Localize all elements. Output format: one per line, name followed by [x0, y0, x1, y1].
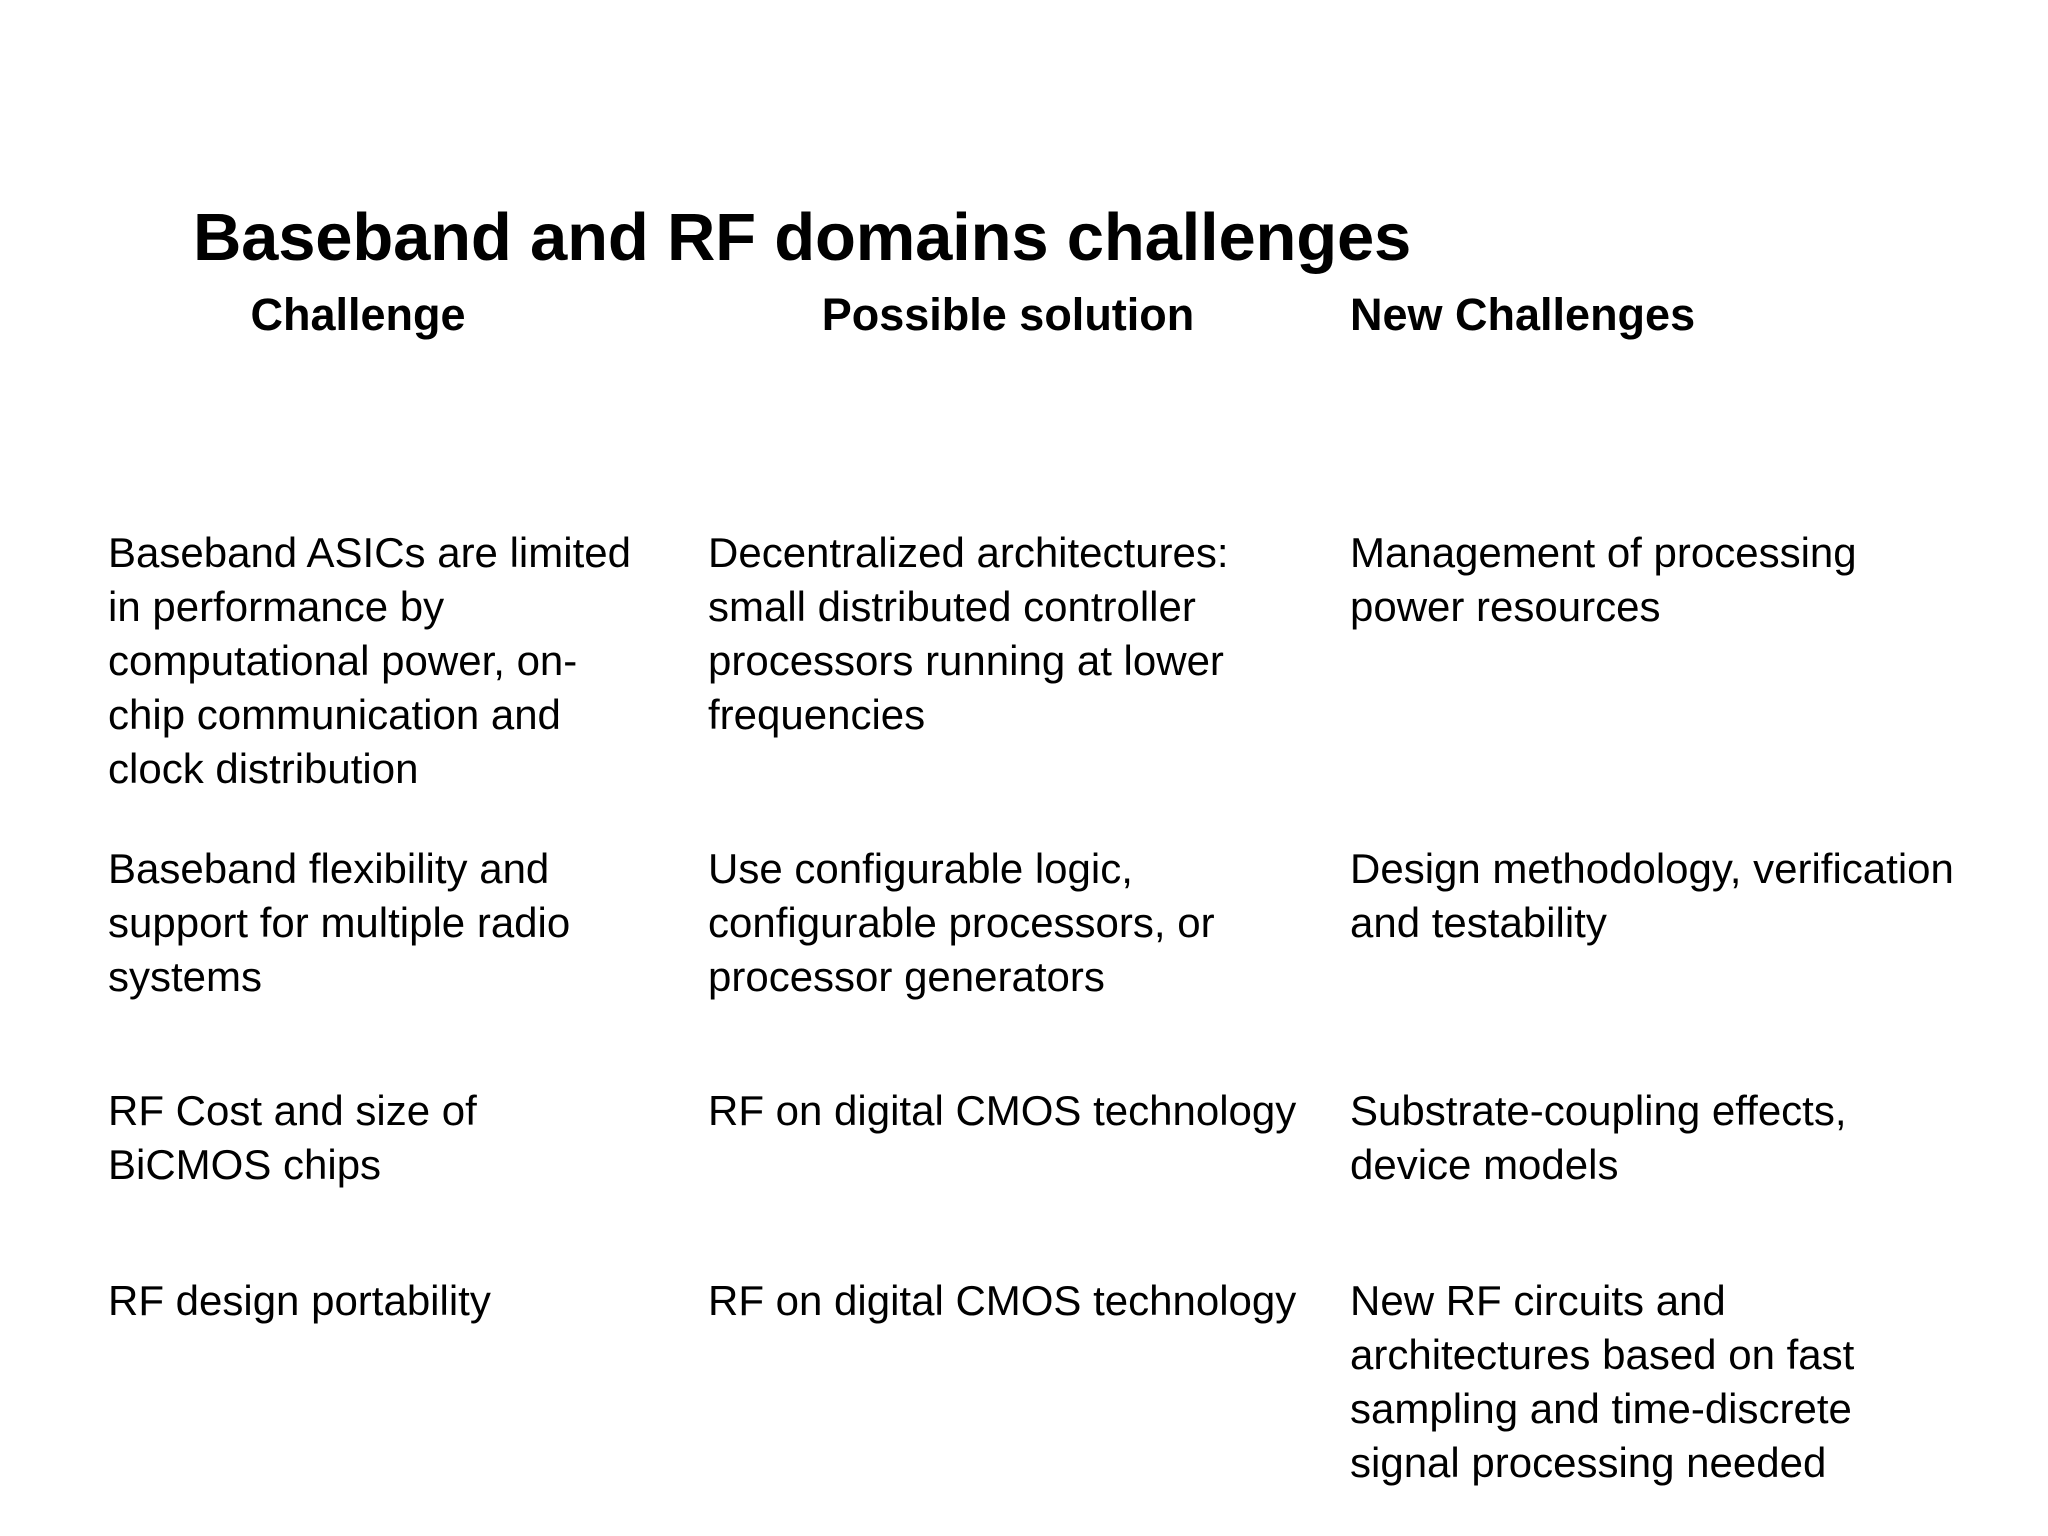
cell-challenge: RF Cost and size of BiCMOS chips	[108, 1087, 477, 1188]
page-title: Baseband and RF domains challenges	[193, 199, 1412, 275]
challenges-table: Challenge Possible solution New Challeng…	[0, 290, 2048, 1486]
column-header-new-challenges: New Challenges	[1350, 289, 1696, 340]
cell-new-challenges: Design methodology, verification and tes…	[1350, 845, 1954, 946]
cell-possible-solution: RF on digital CMOS technology	[708, 1277, 1297, 1324]
cell-possible-solution: Use configurable logic, configurable pro…	[708, 845, 1215, 1000]
column-header-challenge: Challenge	[250, 289, 466, 340]
cell-possible-solution: RF on digital CMOS technology	[708, 1087, 1297, 1134]
cell-new-challenges: Management of processing power resources	[1350, 529, 1857, 630]
cell-challenge: Baseband flexibility and support for mul…	[108, 845, 571, 1000]
table-header-row: Challenge Possible solution New Challeng…	[0, 290, 2048, 394]
cell-new-challenges: Substrate-coupling effects, device model…	[1350, 1087, 1847, 1188]
cell-new-challenges: New RF circuits and architectures based …	[1350, 1277, 1855, 1486]
cell-possible-solution: Decentralized architectures: small distr…	[708, 529, 1229, 738]
cell-challenge: Baseband ASICs are limited in performanc…	[108, 529, 631, 792]
column-header-possible-solution: Possible solution	[821, 289, 1195, 340]
cell-challenge: RF design portability	[108, 1277, 491, 1324]
